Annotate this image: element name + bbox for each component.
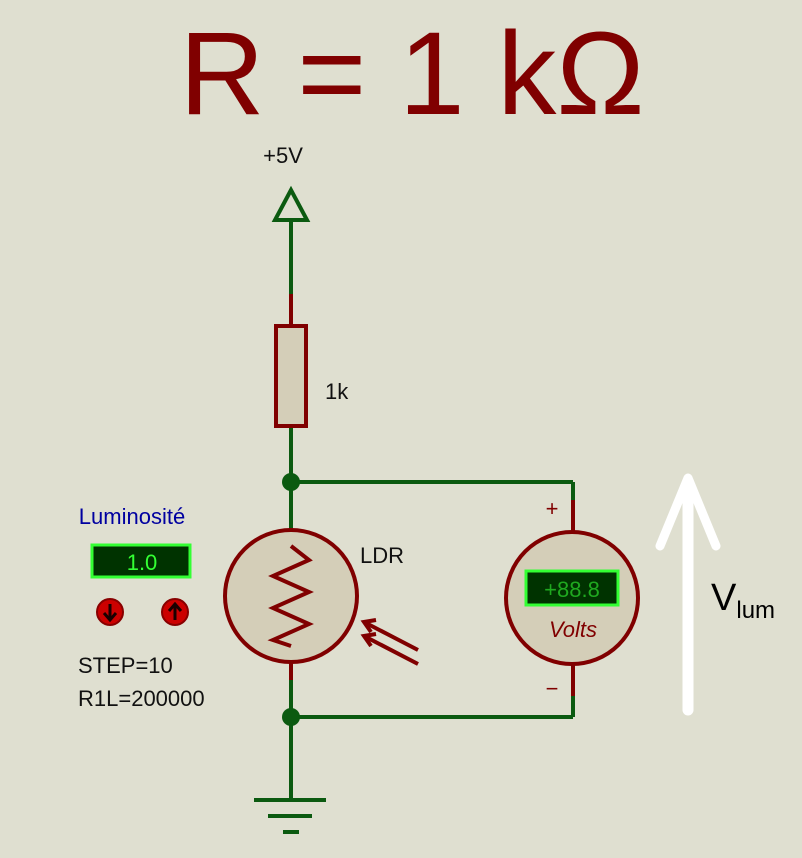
luminosity-display <box>90 543 192 579</box>
resistor[interactable] <box>274 294 308 428</box>
voltmeter-minus: − <box>546 676 559 701</box>
wires <box>289 220 575 800</box>
voltmeter-reading: +88.8 <box>544 577 600 602</box>
output-voltage-main: V <box>711 577 737 619</box>
ground-icon <box>254 798 326 834</box>
ldr-prop-r1l: R1L=200000 <box>78 686 205 711</box>
light-arrow-icon <box>363 620 419 652</box>
luminosity-value: 1.0 <box>127 550 158 575</box>
voltage-arrow-icon <box>655 473 721 716</box>
ldr-prop-step: STEP=10 <box>78 653 173 678</box>
arrow-up-icon[interactable] <box>161 598 189 626</box>
ldr-label: LDR <box>360 543 404 568</box>
page-title: R = 1 kΩ <box>179 8 644 140</box>
voltmeter-unit: Volts <box>549 617 597 642</box>
voltmeter-display <box>524 569 620 607</box>
power-terminal-icon <box>271 185 311 222</box>
supply-label: +5V <box>263 143 303 168</box>
junction-top <box>282 473 300 491</box>
ldr[interactable] <box>223 528 419 680</box>
junction-bottom <box>282 708 300 726</box>
output-voltage-label: Vlum <box>711 577 775 624</box>
resistor-value: 1k <box>325 379 349 404</box>
output-voltage-subscript: lum <box>736 597 775 624</box>
light-arrow-icon <box>363 634 419 666</box>
voltmeter-plus: + <box>546 496 559 521</box>
voltmeter[interactable] <box>504 500 640 696</box>
luminosity-label: Luminosité <box>79 504 185 529</box>
arrow-down-icon[interactable] <box>96 598 124 626</box>
